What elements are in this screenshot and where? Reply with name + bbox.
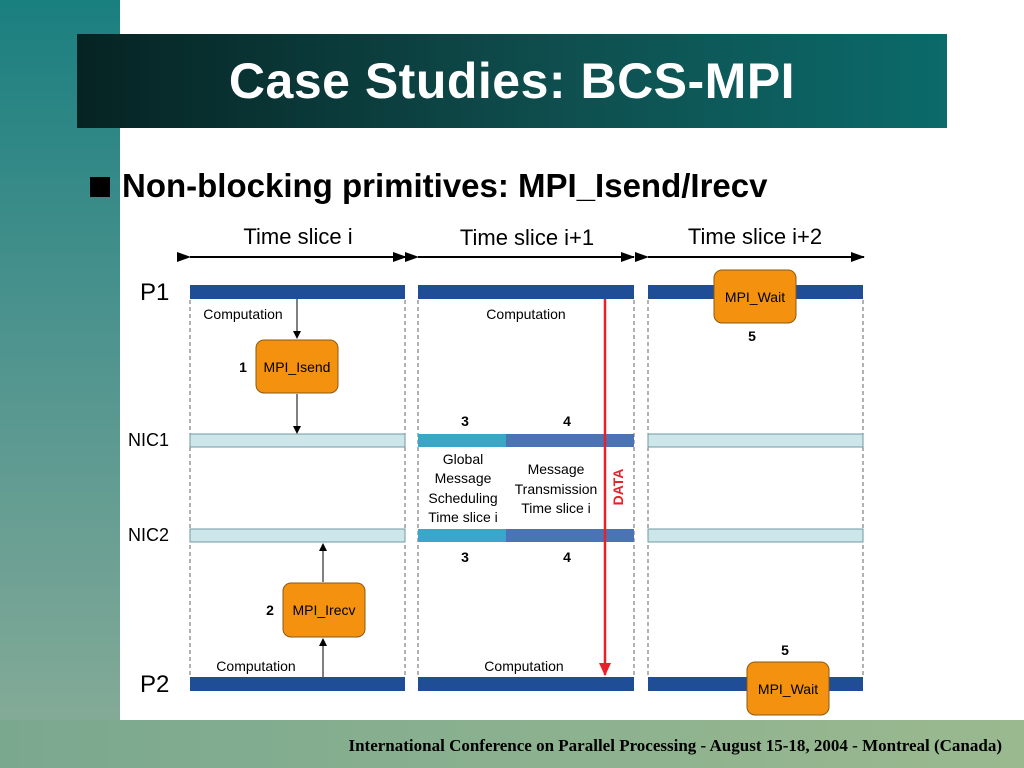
slide-title: Case Studies: BCS-MPI: [228, 53, 796, 109]
row-label-p2: P2: [140, 671, 169, 698]
bottom-decorative-band: [0, 720, 1024, 768]
nic2-global-phase: [418, 529, 506, 542]
mpi-wait-p1-label: MPI_Wait: [725, 289, 785, 305]
p1-bar-slice-i: [190, 285, 405, 299]
computation-label-p1-slice-i1: Computation: [486, 306, 565, 322]
title-bar: Case Studies: BCS-MPI: [77, 34, 947, 128]
mpi-isend-box: [255, 339, 339, 394]
mpi-wait-p1-box: [713, 269, 797, 324]
nic1-timeline: [189, 433, 864, 448]
time-slice-label-i: Time slice i: [243, 224, 352, 249]
step-number-wait-p2: 5: [781, 642, 789, 658]
data-label: DATA: [610, 469, 626, 506]
global-scheduling-line: Time slice i: [428, 509, 498, 525]
mpi-irecv-box: [282, 582, 366, 638]
computation-label-p2-slice-i: Computation: [216, 658, 295, 674]
step-number-transmission-bottom: 4: [563, 549, 571, 565]
nic1-global-phase: [418, 434, 506, 447]
transmission-line: Message: [528, 461, 585, 477]
row-label-p1: P1: [140, 279, 169, 306]
mpi-wait-p2-box: [746, 661, 830, 716]
row-labels: P1 NIC1 NIC2 P2: [128, 279, 169, 698]
nic1-bar-slice-i: [189, 433, 406, 448]
global-scheduling-line: Scheduling: [428, 490, 497, 506]
mpi-irecv-label: MPI_Irecv: [292, 602, 355, 618]
p2-bar-slice-i1: [418, 677, 634, 691]
footer-conference-text: International Conference on Parallel Pro…: [348, 736, 1002, 755]
computation-label-p2-slice-i1: Computation: [484, 658, 563, 674]
nic2-bar-slice-i: [189, 528, 406, 543]
nic2-timeline: [189, 528, 864, 543]
step-number-global-top: 3: [461, 413, 469, 429]
computation-label-p1-slice-i: Computation: [203, 306, 282, 322]
mpi-wait-p2-label: MPI_Wait: [758, 681, 818, 697]
step-number-global-bottom: 3: [461, 549, 469, 565]
nic2-bar-slice-i2: [647, 528, 864, 543]
nic1-transmission-phase: [506, 434, 634, 447]
bullet-text: Non-blocking primitives: MPI_Isend/Irecv: [122, 167, 768, 204]
nic2-transmission-phase: [506, 529, 634, 542]
row-label-nic1: NIC1: [128, 430, 169, 450]
p1-bar-slice-i1: [418, 285, 634, 299]
bullet-row: Non-blocking primitives: MPI_Isend/Irecv: [90, 164, 767, 208]
time-slice-label-i1: Time slice i+1: [460, 225, 594, 250]
global-scheduling-line: Global: [443, 451, 483, 467]
transmission-line: Time slice i: [521, 500, 591, 516]
bullet-square-icon: [90, 177, 110, 197]
step-number-irecv: 2: [266, 602, 274, 618]
message-transmission-text: Message Transmission Time slice i: [515, 461, 598, 516]
transmission-line: Transmission: [515, 481, 598, 497]
mpi-isend-label: MPI_Isend: [264, 359, 331, 375]
p2-bar-slice-i: [190, 677, 405, 691]
row-label-nic2: NIC2: [128, 525, 169, 545]
step-number-isend: 1: [239, 359, 247, 375]
global-scheduling-text: Global Message Scheduling Time slice i: [428, 451, 498, 525]
step-number-wait-p1: 5: [748, 328, 756, 344]
global-scheduling-line: Message: [435, 470, 492, 486]
left-decorative-band: [0, 0, 120, 768]
time-slice-headers: Time slice i Time slice i+1 Time slice i…: [177, 224, 865, 262]
step-number-transmission-top: 4: [563, 413, 571, 429]
time-slice-label-i2: Time slice i+2: [688, 224, 822, 249]
nic1-bar-slice-i2: [647, 433, 864, 448]
